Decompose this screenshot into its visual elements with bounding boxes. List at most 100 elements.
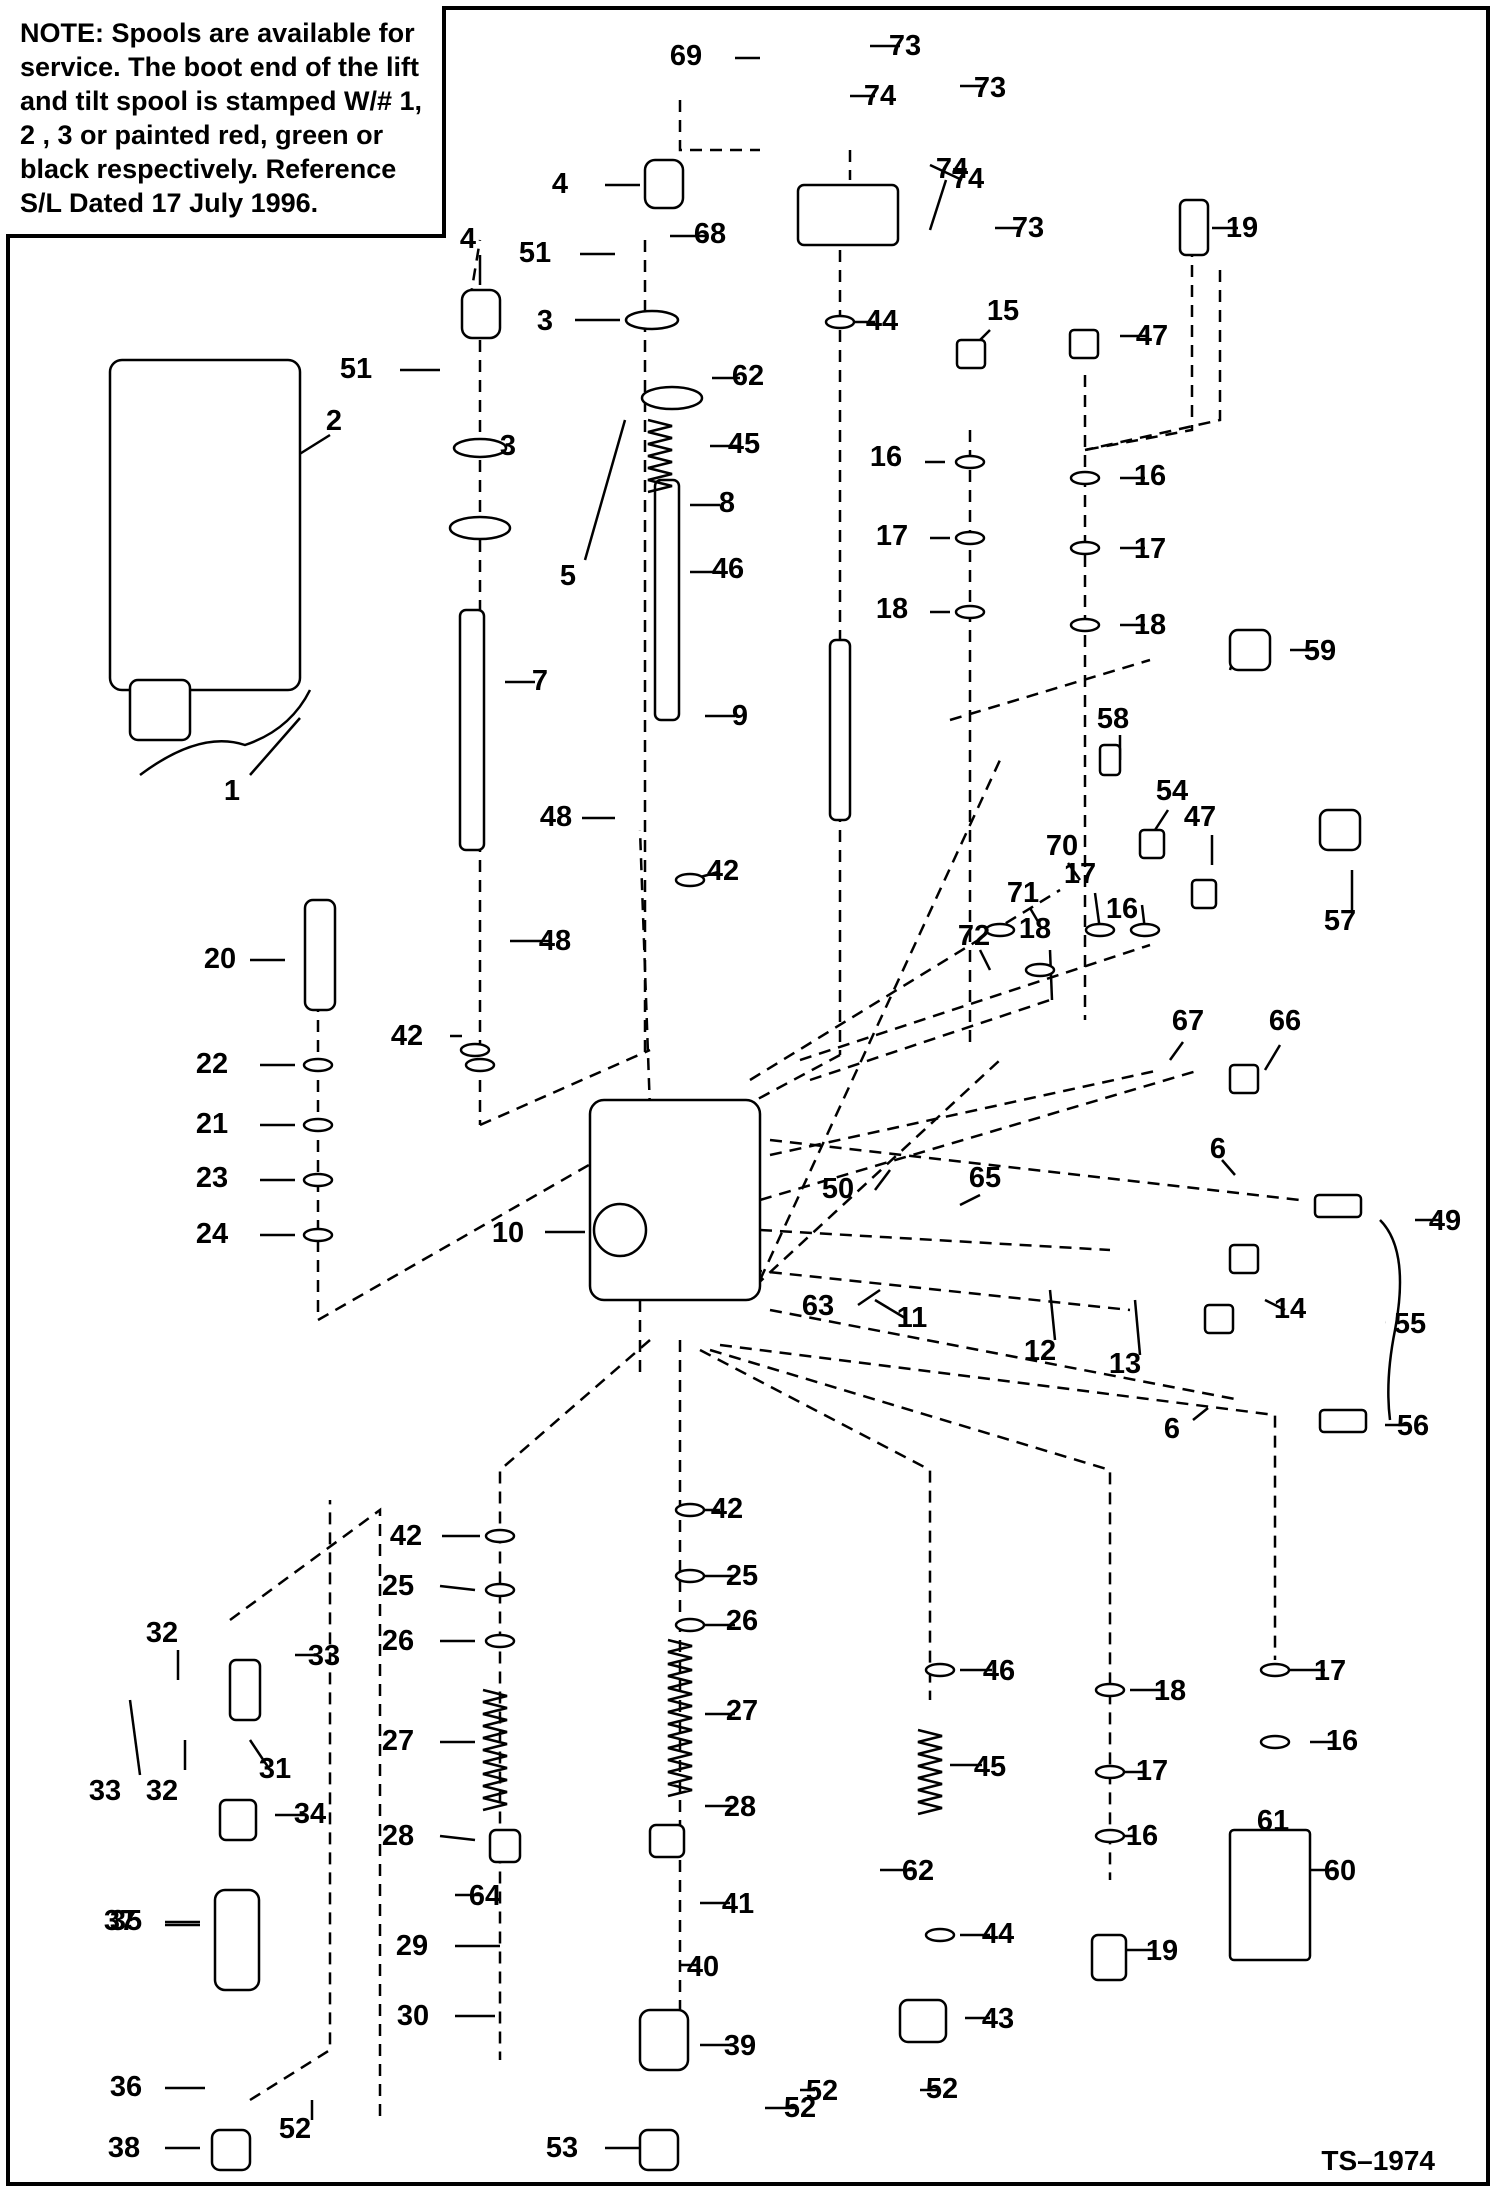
hydraulic-tube (1379, 1219, 1402, 1421)
callout-16: 16 (870, 441, 902, 473)
o-ring-seal (1129, 922, 1161, 938)
assembly-centerline (759, 1068, 1201, 1202)
callout-48: 48 (540, 801, 572, 833)
o-ring-seal (674, 1568, 706, 1584)
callout-6: 6 (1210, 1133, 1226, 1165)
relief-valve (303, 898, 337, 1012)
callout-32: 32 (146, 1617, 178, 1649)
o-ring-seal (1084, 922, 1116, 938)
callout-52: 52 (926, 2073, 958, 2105)
callout-70: 70 (1046, 830, 1078, 862)
assembly-centerline (316, 1000, 651, 1323)
spool-end-cap (898, 1998, 948, 2044)
drawing-number: TS–1974 (1321, 2145, 1435, 2176)
o-ring-seal (1069, 617, 1101, 633)
callout-59: 59 (1304, 635, 1336, 667)
o-ring-seal (954, 530, 986, 546)
valve-assembly-illustration (108, 358, 302, 692)
callout-45: 45 (974, 1751, 1006, 1783)
o-ring-seal (1259, 1662, 1291, 1678)
leader-line (1263, 1044, 1282, 1071)
solenoid-coil (1318, 808, 1362, 852)
assembly-centerline (739, 1059, 1001, 1301)
check-valve (1190, 878, 1218, 910)
callout-18: 18 (1134, 609, 1166, 641)
spring (917, 1728, 943, 1816)
flange-plate (452, 437, 508, 459)
callout-52: 52 (784, 2092, 816, 2124)
detent-housing (213, 1888, 261, 1992)
assembly-centerline (719, 1343, 1277, 1660)
callout-27: 27 (382, 1725, 414, 1757)
o-ring-seal (302, 1117, 334, 1133)
o-ring-seal (674, 1502, 706, 1518)
callout-4: 4 (552, 168, 568, 200)
plug (1228, 1243, 1260, 1275)
callout-11: 11 (897, 1302, 928, 1334)
leader-line (959, 1193, 981, 1207)
callout-36: 36 (110, 2071, 142, 2103)
callout-51: 51 (519, 237, 551, 269)
leader-line (1066, 862, 1082, 881)
callout-17: 17 (1136, 1755, 1168, 1787)
assembly-centerline (479, 1048, 651, 1127)
leader-line (1192, 1407, 1209, 1421)
callout-56: 56 (1397, 1410, 1429, 1442)
o-ring-seal (484, 1528, 516, 1544)
o-ring-seal (1024, 962, 1056, 978)
leader-line (978, 949, 992, 971)
kit-box (1228, 1828, 1312, 1962)
leader-line (874, 1298, 906, 1320)
callout-19: 19 (1226, 212, 1258, 244)
leader-line (1153, 809, 1170, 831)
callout-64: 64 (469, 1880, 501, 1912)
spool-cap-bottom (638, 2008, 690, 2072)
callout-61: 61 (1257, 1805, 1289, 1837)
callout-53: 53 (546, 2132, 578, 2164)
callout-7: 7 (532, 665, 548, 697)
plug (1203, 1303, 1235, 1335)
callout-8: 8 (719, 487, 735, 519)
check-valve (1098, 743, 1122, 777)
leader-line (249, 717, 301, 776)
callout-41: 41 (722, 1888, 754, 1920)
callout-9: 9 (732, 700, 748, 732)
spring (667, 1638, 693, 1798)
callout-47: 47 (1184, 801, 1216, 833)
callout-69: 69 (670, 40, 702, 72)
callout-26: 26 (382, 1625, 414, 1657)
detent-plunger (228, 1658, 262, 1722)
o-ring-seal (674, 1617, 706, 1633)
callout-45: 45 (728, 428, 760, 460)
callout-74: 74 (864, 80, 896, 112)
assembly-centerline (1084, 245, 1194, 452)
callout-42: 42 (391, 1020, 423, 1052)
callout-38: 38 (108, 2132, 140, 2164)
note-text: Spools are available for service. The bo… (20, 18, 423, 218)
callout-19: 19 (1146, 1935, 1178, 1967)
callout-37: 37 (104, 1905, 136, 1937)
callout-3: 3 (500, 430, 516, 462)
callout-20: 20 (204, 943, 236, 975)
leader-line (1133, 1299, 1142, 1356)
callout-16: 16 (1126, 1820, 1158, 1852)
leader-line (248, 1739, 272, 1771)
callout-43: 43 (982, 2003, 1014, 2035)
callout-26: 26 (726, 1605, 758, 1637)
o-ring-seal (954, 454, 986, 470)
assembly-centerline (498, 1339, 651, 2060)
callout-74: 74 (936, 153, 968, 185)
callout-54: 54 (1156, 775, 1188, 807)
callout-18: 18 (1019, 913, 1051, 945)
callout-27: 27 (726, 1695, 758, 1727)
callout-42: 42 (707, 855, 739, 887)
callout-62: 62 (732, 360, 764, 392)
assembly-centerline (799, 943, 1151, 1062)
callout-58: 58 (1097, 703, 1129, 735)
callout-13: 13 (1109, 1348, 1141, 1380)
o-ring-seal (1069, 540, 1101, 556)
callout-73: 73 (1012, 212, 1044, 244)
o-ring-seal (924, 1662, 956, 1678)
spool-cap (460, 288, 502, 340)
